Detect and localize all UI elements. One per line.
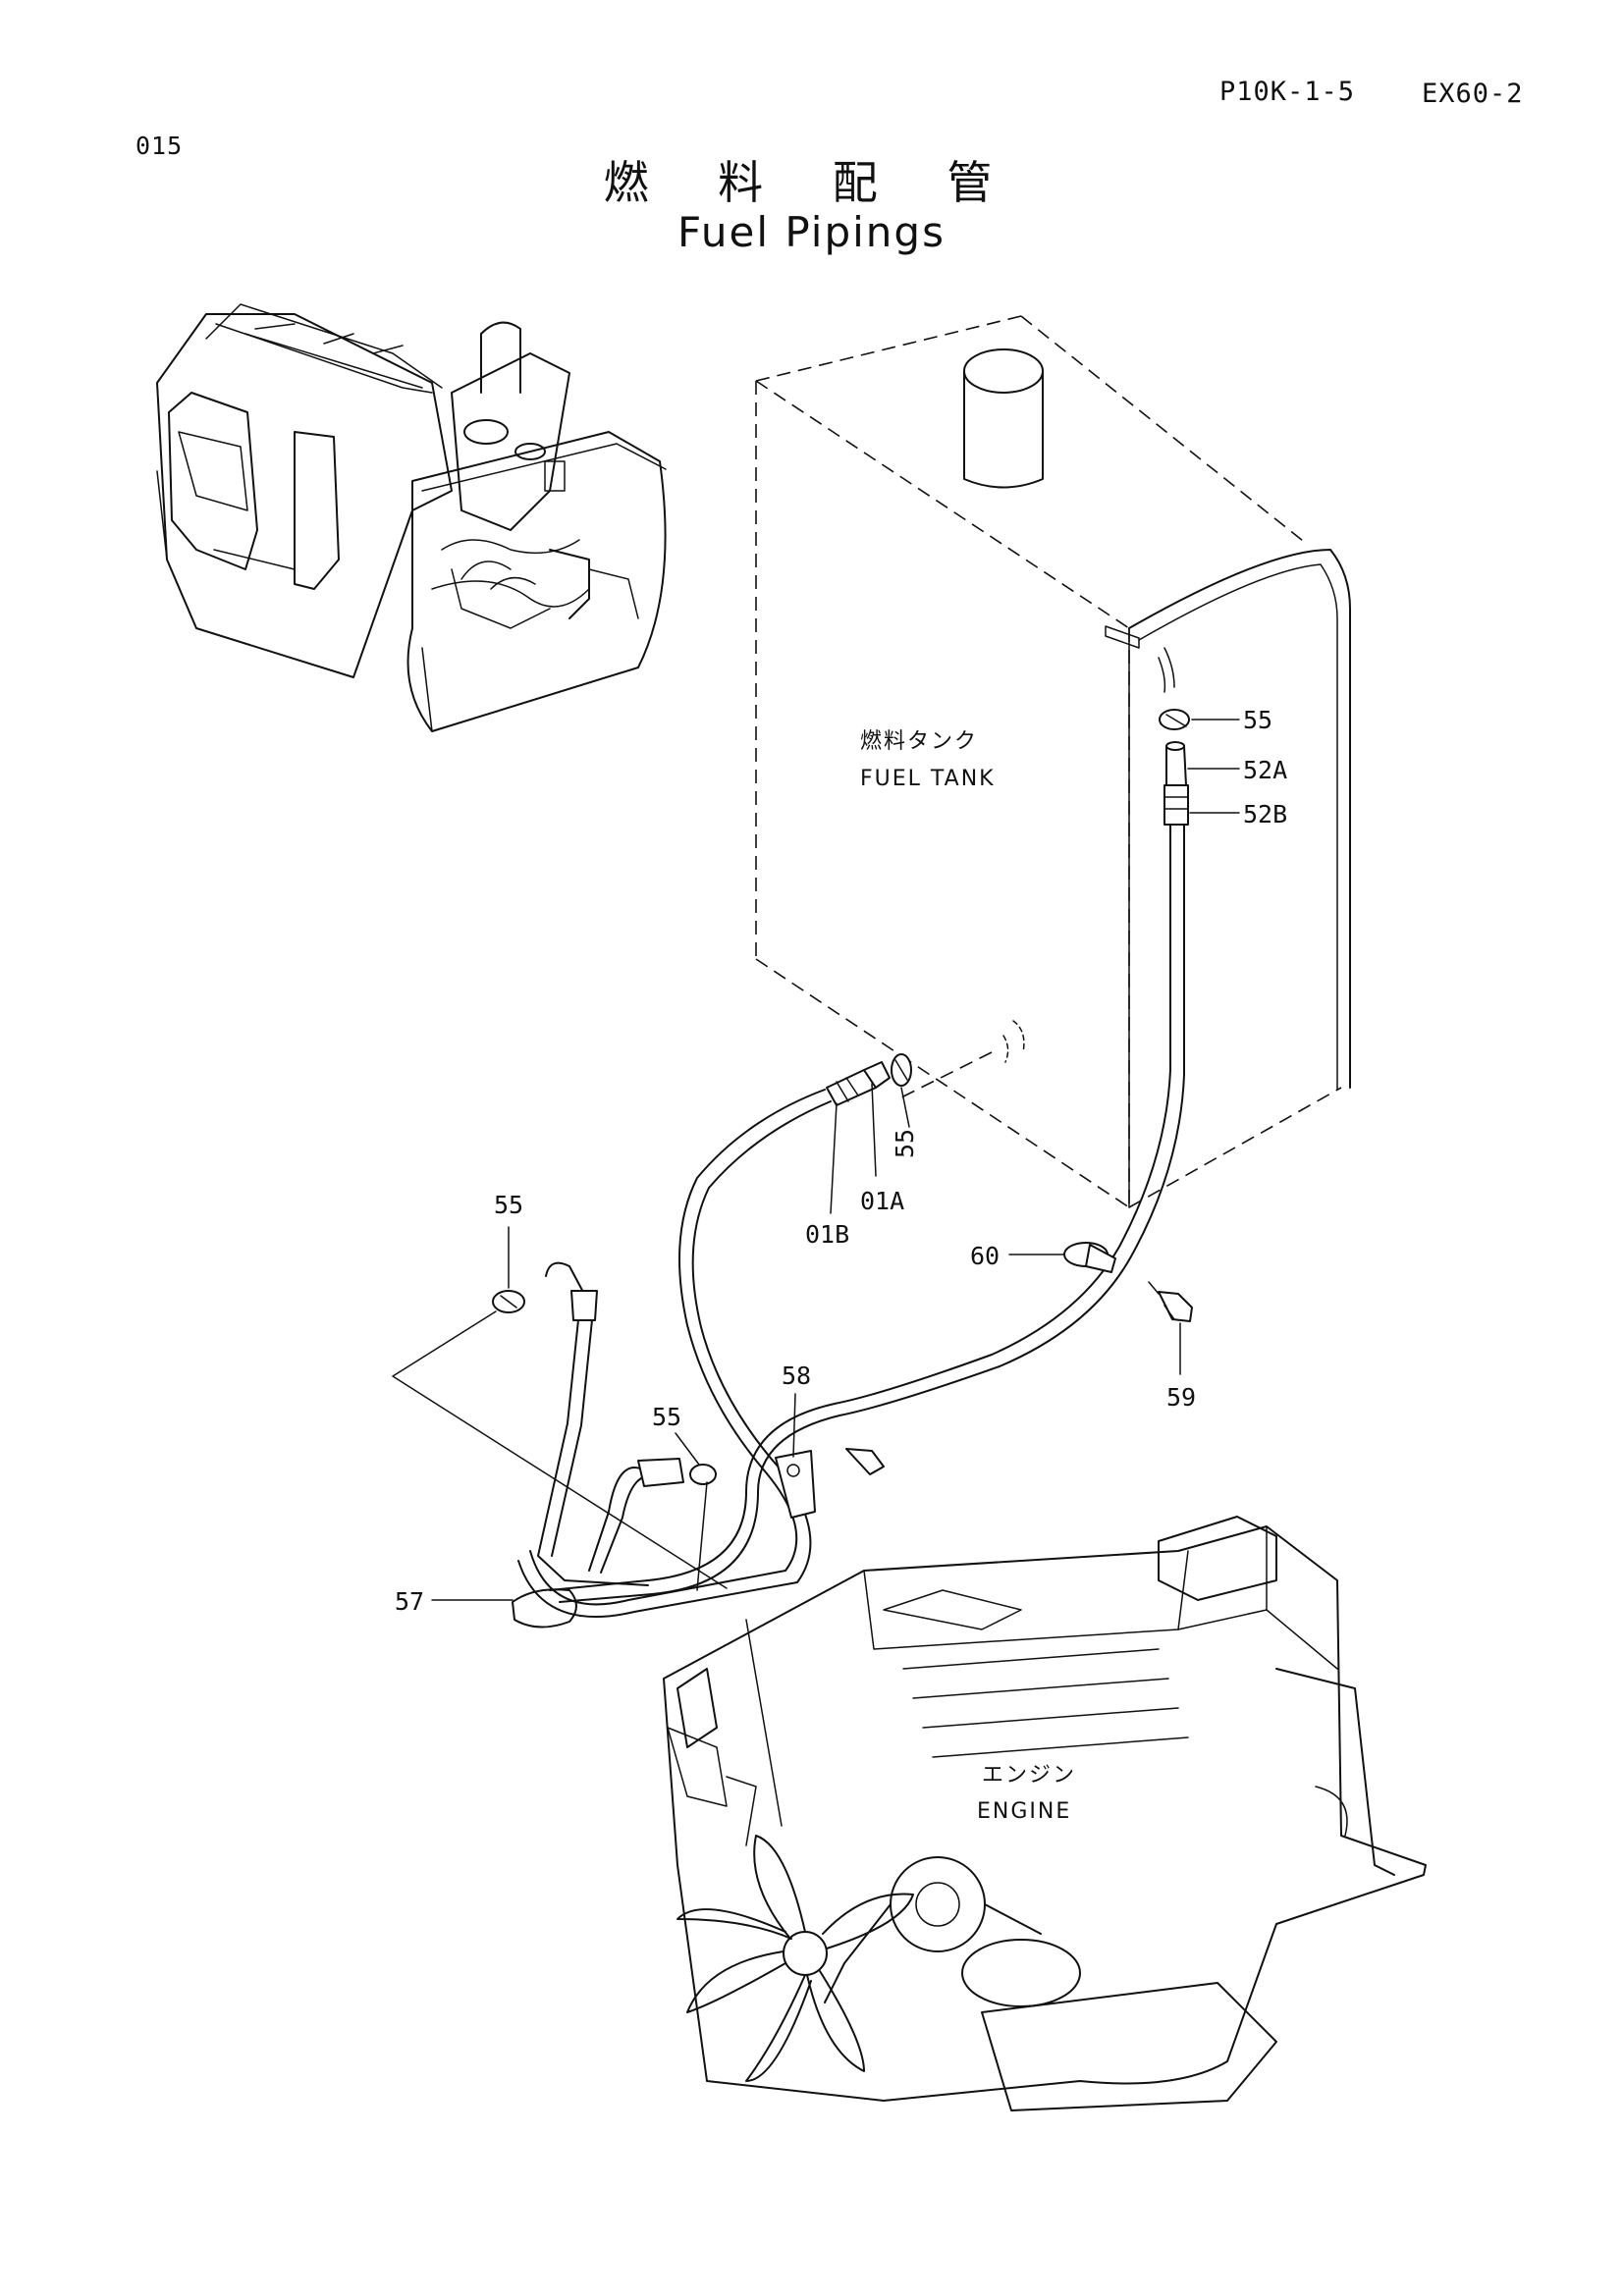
fuel-tank-label-ja: 燃料タンク — [860, 729, 978, 754]
svg-text:58: 58 — [782, 1362, 811, 1390]
clamp-55-left — [492, 1290, 525, 1313]
hose-elbow-lower — [637, 1458, 684, 1487]
sheet-number: 015 — [135, 132, 184, 160]
svg-text:60: 60 — [970, 1242, 1000, 1270]
clip-60 — [1063, 1242, 1116, 1273]
callout-52B: 52B — [1189, 800, 1287, 828]
engine-label-ja: エンジン — [982, 1763, 1076, 1788]
svg-text:01B: 01B — [805, 1220, 849, 1249]
callout-01B: 01B — [805, 1102, 849, 1249]
callout-58: 58 — [782, 1362, 811, 1458]
engine-label-en: ENGINE — [977, 1799, 1071, 1824]
callout-52A: 52A — [1187, 756, 1287, 784]
fuel-hose-feed — [549, 814, 1185, 1603]
page-title-english: Fuel Pipings — [677, 208, 946, 256]
group-line-engine — [696, 1481, 708, 1591]
hose-end-01A — [826, 1061, 891, 1106]
page-title-japanese: 燃 料 配 管 — [603, 156, 1020, 209]
clamp-55-tank — [1159, 709, 1190, 730]
fuel-tank-illustration: 燃料タンク FUEL TANK — [755, 315, 1351, 1208]
group-line-left — [392, 1310, 728, 1589]
fuel-hose-return — [517, 1089, 832, 1619]
bracket-58 — [775, 1448, 885, 1519]
svg-text:55: 55 — [1243, 706, 1272, 734]
callout-57: 57 — [395, 1587, 514, 1616]
callout-55-lower: 55 — [652, 1403, 700, 1466]
tie-band-57 — [512, 1588, 577, 1629]
hose-end-52B — [1163, 784, 1189, 826]
fuel-hose-left — [537, 1261, 661, 1586]
hose-end-52A — [1165, 741, 1187, 786]
callout-55-tank: 55 — [1191, 706, 1272, 734]
svg-text:55: 55 — [891, 1129, 919, 1158]
svg-text:59: 59 — [1166, 1383, 1196, 1412]
svg-text:55: 55 — [494, 1191, 523, 1219]
svg-text:52B: 52B — [1243, 800, 1287, 828]
fuel-tank-label-en: FUEL TANK — [860, 767, 996, 791]
model-code: EX60-2 — [1422, 79, 1524, 109]
svg-text:52A: 52A — [1243, 756, 1287, 784]
callout-55-mid: 55 — [891, 1087, 919, 1158]
callout-60: 60 — [970, 1242, 1065, 1270]
callout-59: 59 — [1166, 1322, 1196, 1412]
clamp-55-lower — [689, 1464, 717, 1485]
callout-01A: 01A — [860, 1083, 904, 1215]
clamp-55-mid — [891, 1053, 912, 1087]
group-line-lower — [745, 1619, 783, 1827]
callout-55-left: 55 — [494, 1191, 523, 1289]
svg-text:55: 55 — [652, 1403, 681, 1431]
svg-text:01A: 01A — [860, 1187, 904, 1215]
page-code: P10K-1-5 — [1219, 77, 1356, 107]
radiator-fan — [676, 1835, 914, 2082]
excavator-overview-illustration — [156, 303, 667, 732]
svg-text:57: 57 — [395, 1587, 424, 1616]
bolt-59 — [1148, 1281, 1193, 1322]
engine-illustration: エンジン ENGINE — [663, 1516, 1427, 2111]
